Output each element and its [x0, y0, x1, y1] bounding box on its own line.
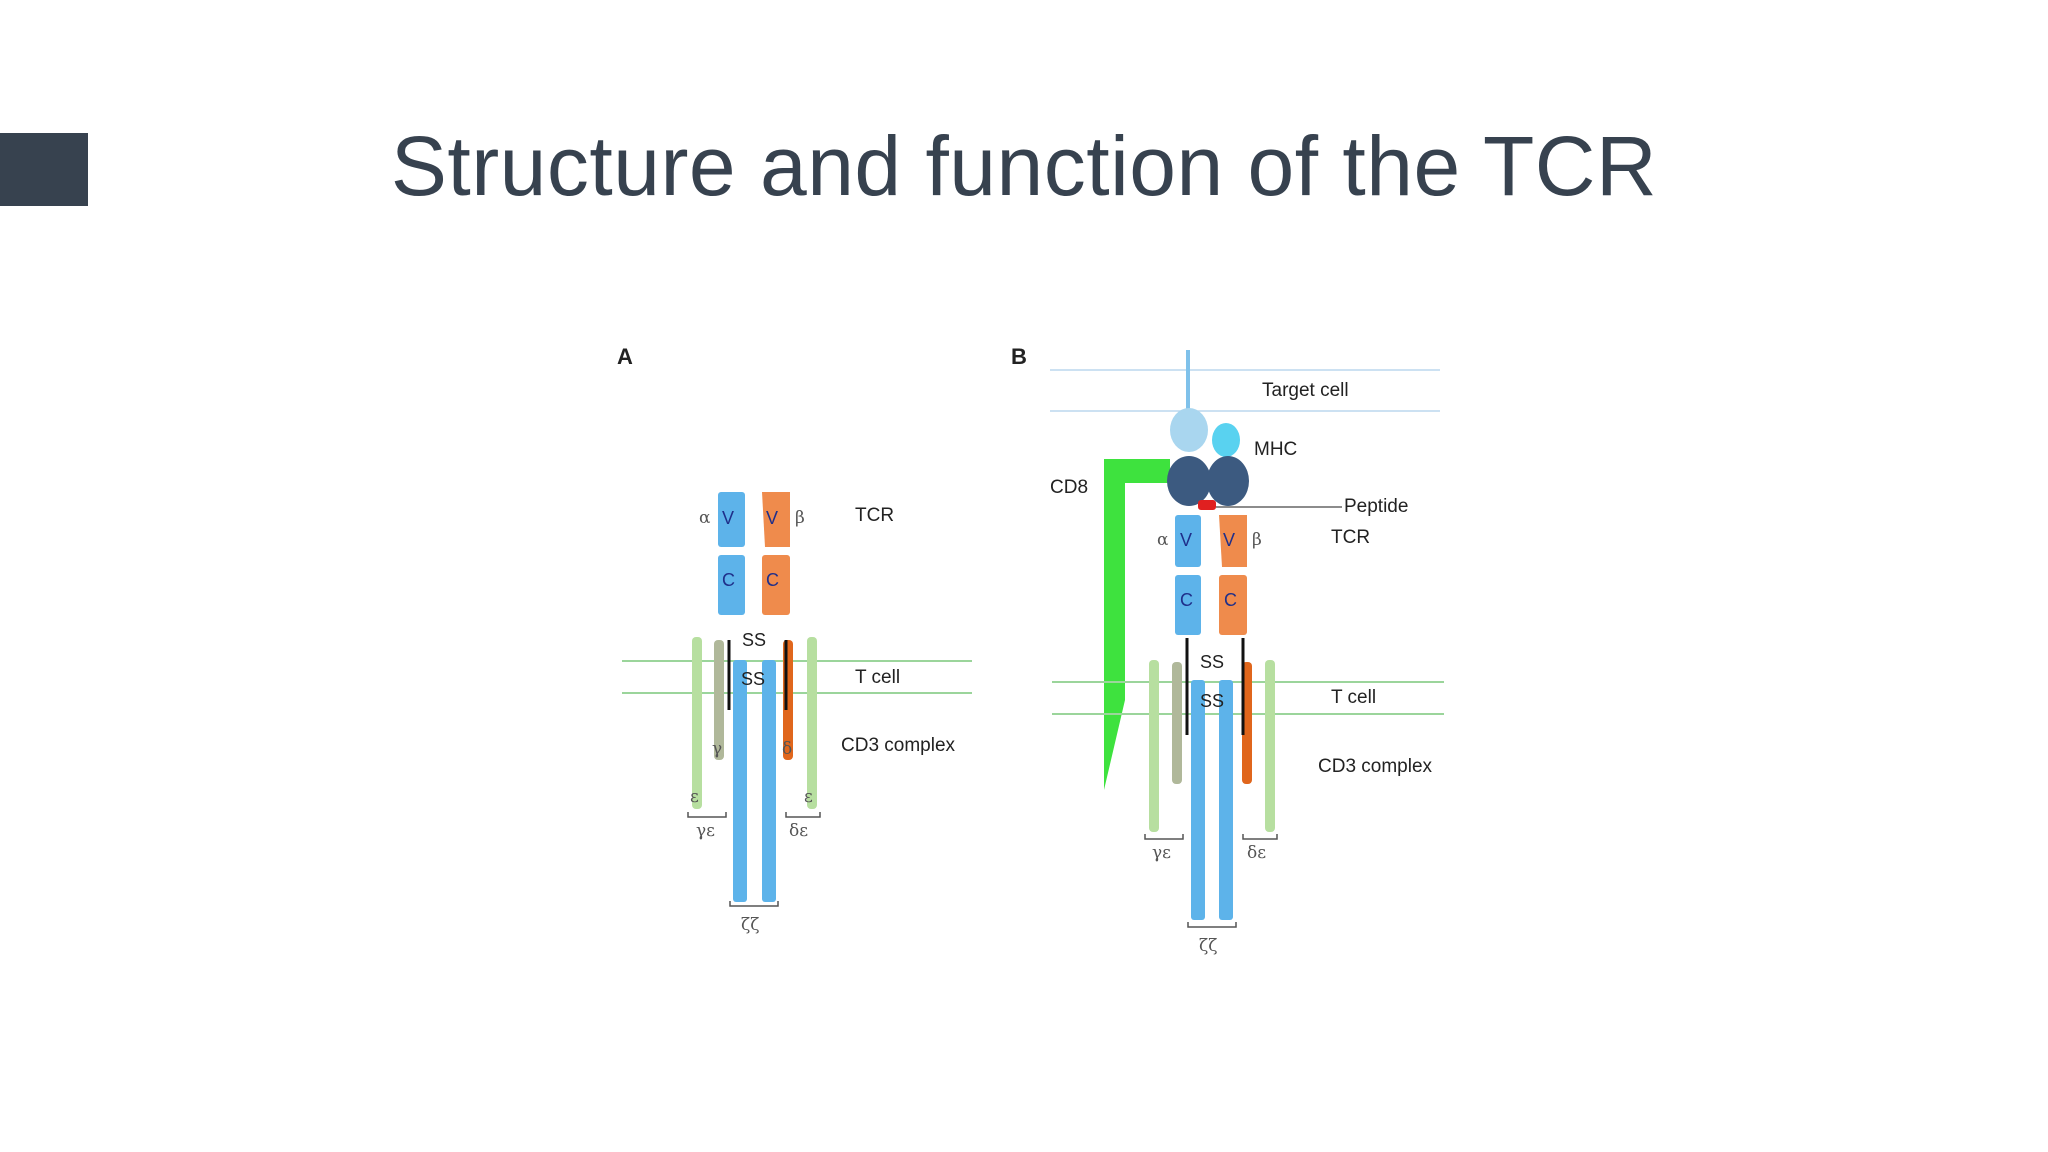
- panel-a-beta-c-label: C: [766, 570, 779, 590]
- panel-a-zeta-bracket: [729, 901, 779, 907]
- panel-a-alpha-symbol: α: [699, 508, 711, 528]
- panel-b-label: B: [1011, 344, 1027, 369]
- panel-b-delta-epsilon-label: δε: [1247, 843, 1266, 863]
- panel-b-gamma-chain: [1172, 662, 1182, 784]
- panel-a-epsilon-left-symbol: ε: [690, 787, 699, 807]
- panel-b-mhc-alpha1: [1167, 456, 1211, 506]
- panel-a-beta-symbol: β: [795, 508, 805, 528]
- panel-b-tcell-label: T cell: [1331, 687, 1376, 708]
- panel-a-beta-c-domain: [762, 555, 790, 615]
- panel-a-cd3-label: CD3 complex: [841, 735, 956, 756]
- panel-b-beta-c-domain: [1219, 575, 1247, 635]
- panel-a-ss-upper: SS: [742, 630, 766, 650]
- panel-a-gamma-epsilon-label: γε: [696, 821, 715, 841]
- panel-a-delta-symbol: δ: [782, 739, 792, 759]
- panel-b-epsilon-right: [1265, 660, 1275, 832]
- panel-b-epsilon-left: [1149, 660, 1159, 832]
- panel-b-mhc-anchor: [1186, 350, 1190, 414]
- panel-b-beta-symbol: β: [1252, 530, 1262, 550]
- panel-b-alpha-c-label: C: [1180, 590, 1193, 610]
- panel-b-alpha-symbol: α: [1157, 530, 1169, 550]
- panel-a-zeta-right: [762, 660, 776, 902]
- title-accent-bar: [0, 133, 88, 206]
- panel-b-beta-v-domain: [1219, 515, 1247, 567]
- panel-b-beta-v-label: V: [1223, 530, 1235, 550]
- panel-b-mhc-beta2m: [1170, 408, 1208, 452]
- panel-a: A V V C C α β SS SS TCR T cell CD3 compl…: [617, 344, 972, 935]
- panel-a-gamma-chain: [714, 640, 724, 760]
- panel-b-cd3-label: CD3 complex: [1318, 756, 1433, 777]
- panel-b-zeta-label: ζζ: [1199, 936, 1217, 956]
- panel-b-beta-c-label: C: [1224, 590, 1237, 610]
- panel-a-tcr-label: TCR: [855, 505, 894, 526]
- panel-b-cd8-label: CD8: [1050, 477, 1088, 498]
- panel-b-alpha-v-domain: [1175, 515, 1201, 567]
- panel-a-alpha-c-label: C: [722, 570, 735, 590]
- panel-a-tcell-label: T cell: [855, 667, 900, 688]
- panel-a-epsilon-left: [692, 637, 702, 809]
- panel-b-zeta-left: [1191, 680, 1205, 920]
- panel-a-label: A: [617, 344, 633, 369]
- panel-a-delta-epsilon-label: δε: [789, 821, 808, 841]
- panel-b-cd8-coreceptor: [1104, 459, 1170, 790]
- panel-a-epsilon-right: [807, 637, 817, 809]
- panel-b-alpha-c-domain: [1175, 575, 1201, 635]
- panel-b-mhc-alpha2: [1207, 456, 1249, 506]
- panel-b-delta-epsilon-bracket: [1242, 834, 1278, 840]
- panel-a-ss-lower: SS: [741, 669, 765, 689]
- panel-b-target-cell-label: Target cell: [1262, 380, 1349, 401]
- slide-title: Structure and function of the TCR: [390, 119, 1658, 213]
- panel-b-mhc-alpha3: [1212, 423, 1240, 457]
- panel-a-gamma-epsilon-bracket: [687, 812, 727, 818]
- panel-a-alpha-v-label: V: [722, 508, 734, 528]
- panel-b: B Target cell CD8 MHC Peptide: [1011, 344, 1444, 956]
- panel-b-zeta-bracket: [1187, 922, 1237, 928]
- panel-a-alpha-v-domain: [718, 492, 745, 547]
- panel-a-alpha-c-domain: [718, 555, 745, 615]
- panel-a-gamma-symbol: γ: [712, 739, 722, 759]
- panel-b-mhc-label: MHC: [1254, 439, 1297, 460]
- panel-b-gamma-epsilon-label: γε: [1152, 843, 1171, 863]
- panel-a-epsilon-right-symbol: ε: [804, 787, 813, 807]
- panel-b-ss-lower: SS: [1200, 691, 1224, 711]
- panel-a-beta-v-domain: [762, 492, 790, 547]
- panel-b-zeta-right: [1219, 680, 1233, 920]
- panel-b-gamma-epsilon-bracket: [1144, 834, 1184, 840]
- panel-a-zeta-label: ζζ: [741, 915, 759, 935]
- panel-b-peptide: [1198, 500, 1216, 510]
- panel-a-zeta-left: [733, 660, 747, 902]
- panel-b-tcr-label: TCR: [1331, 527, 1370, 548]
- panel-b-peptide-label: Peptide: [1344, 496, 1408, 517]
- panel-a-beta-v-label: V: [766, 508, 778, 528]
- panel-b-ss-upper: SS: [1200, 652, 1224, 672]
- panel-a-delta-epsilon-bracket: [785, 812, 821, 818]
- panel-b-alpha-v-label: V: [1180, 530, 1192, 550]
